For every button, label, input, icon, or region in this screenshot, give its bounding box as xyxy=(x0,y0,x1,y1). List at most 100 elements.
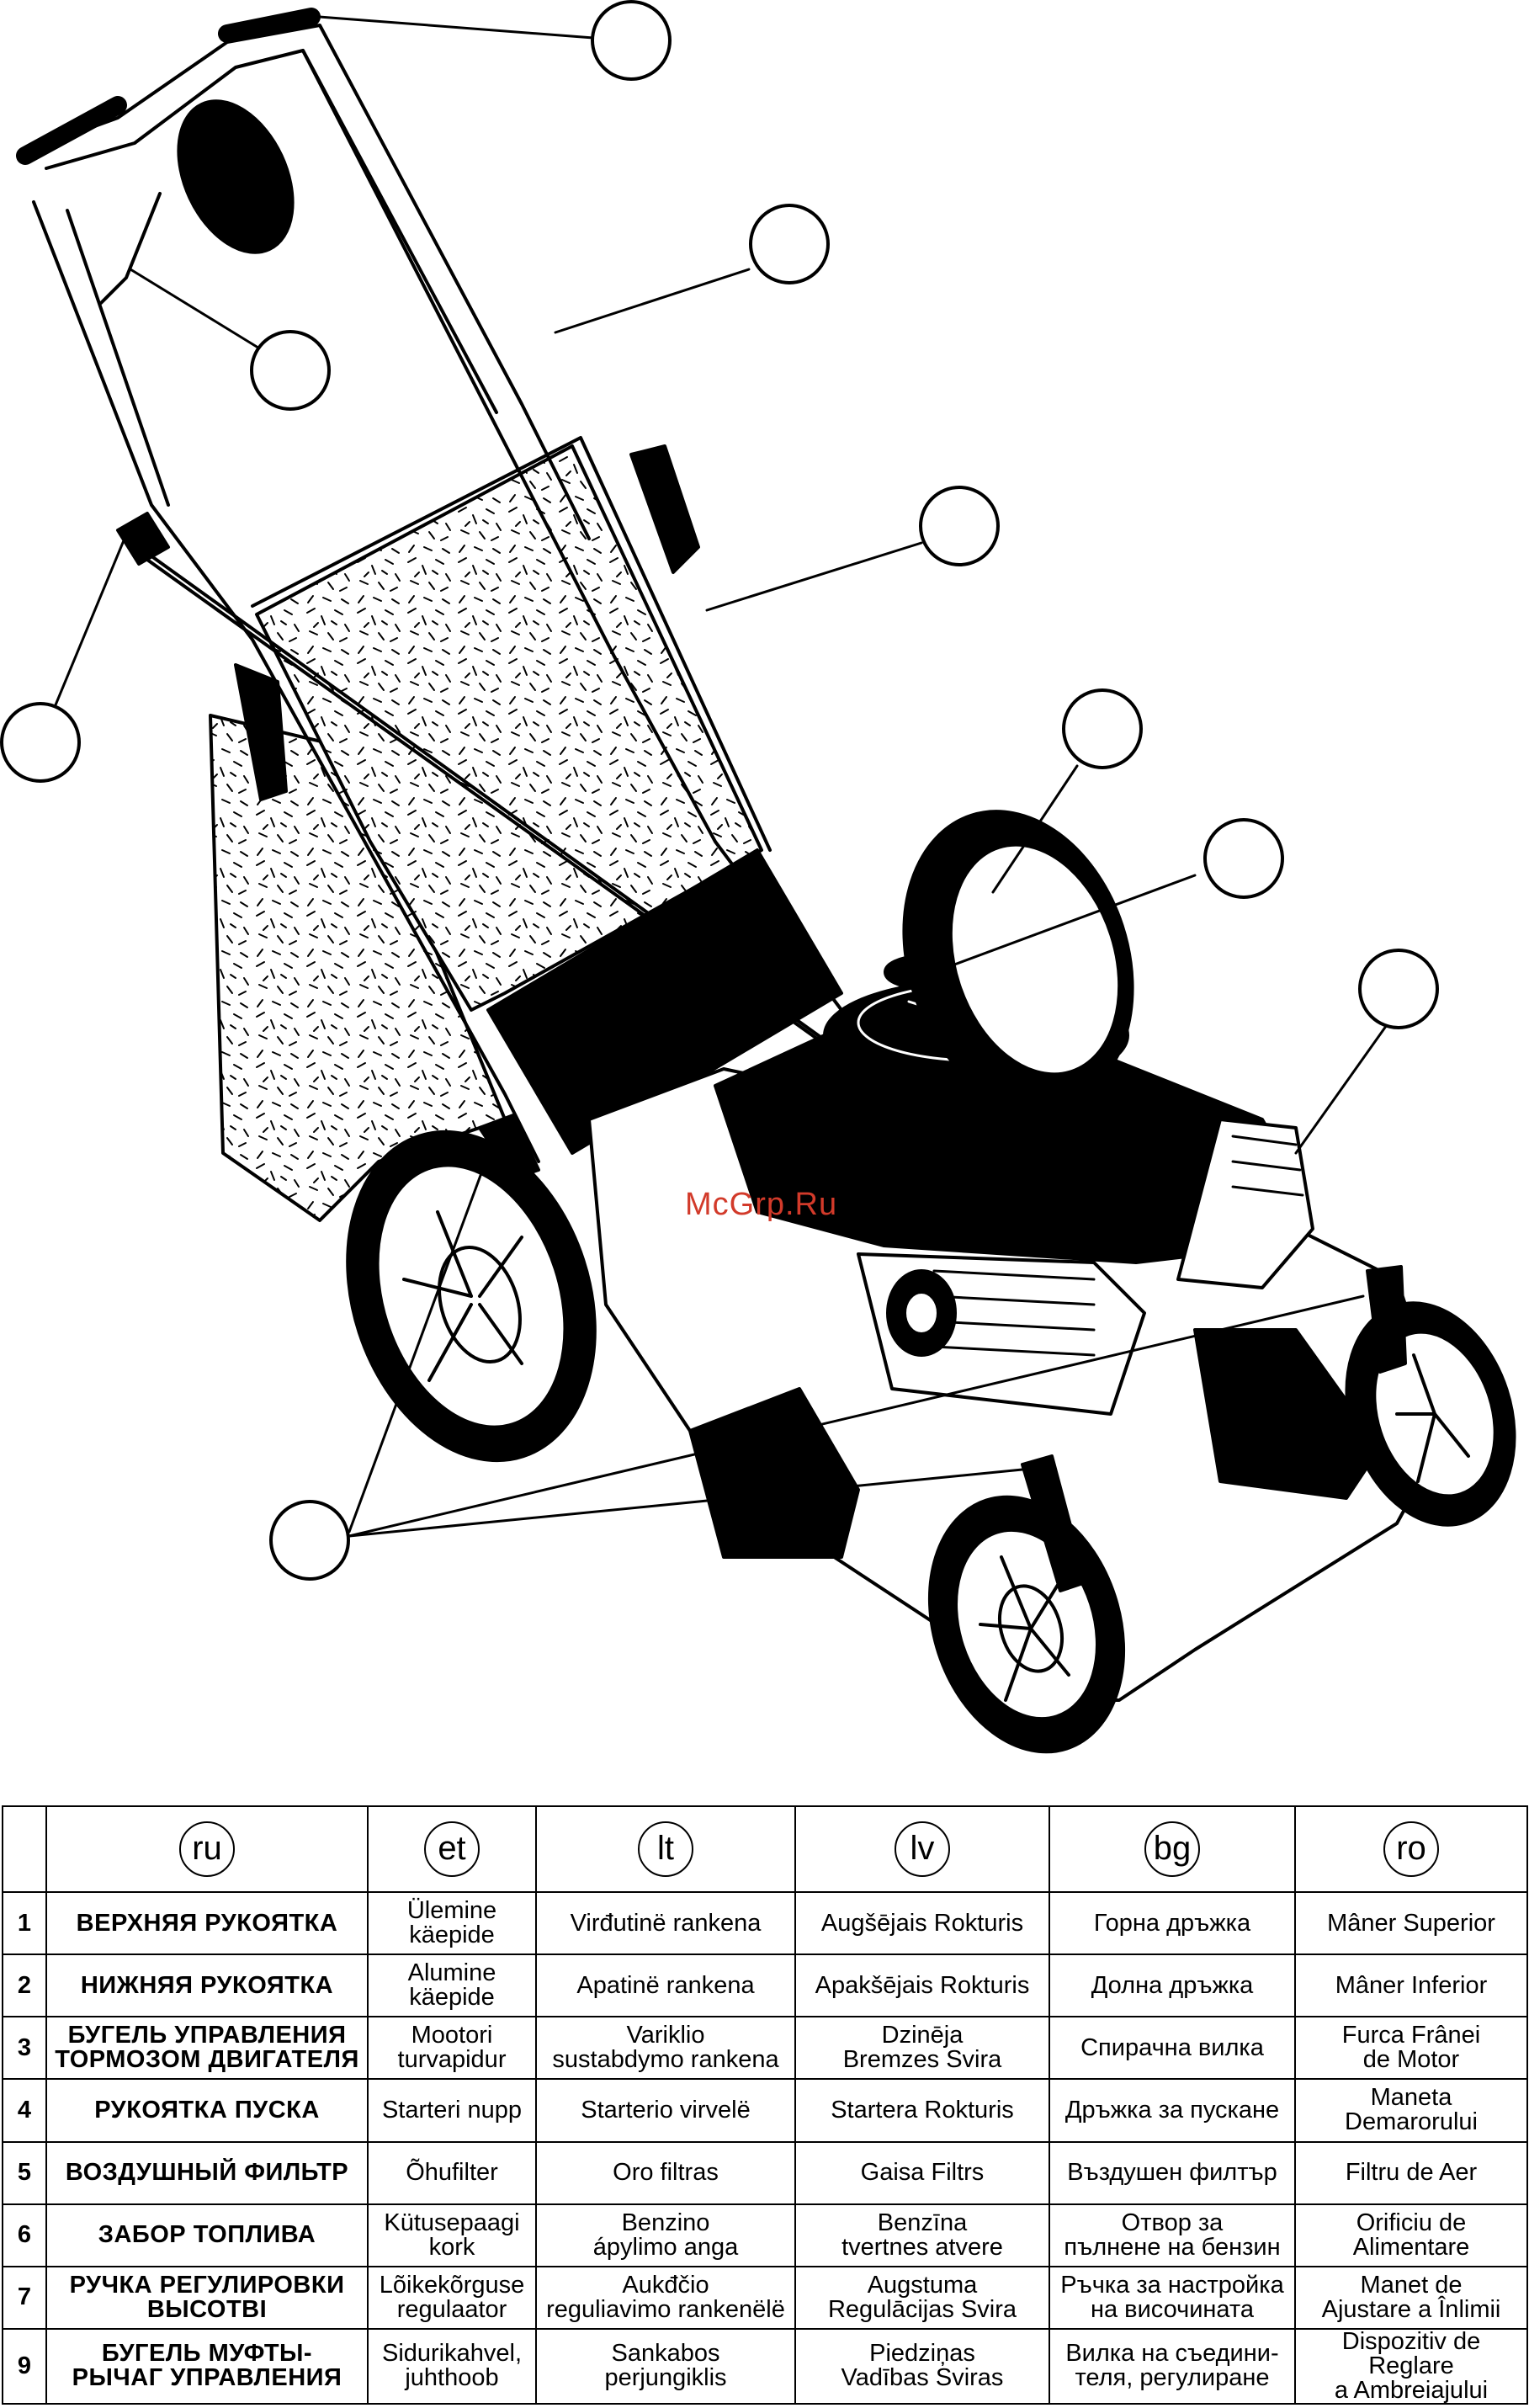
height-lever-front xyxy=(1021,1454,1087,1592)
cell-ro: Mâner Inferior xyxy=(1294,1954,1528,2018)
cell-lt: Benzino ápylimo anga xyxy=(535,2203,796,2267)
callout-circle xyxy=(1062,688,1143,769)
header-lang-et: et xyxy=(367,1805,537,1894)
callout-circle xyxy=(269,1500,350,1581)
cell-lv: Gaisa Filtrs xyxy=(794,2140,1050,2205)
lang-label: bg xyxy=(1144,1821,1200,1878)
engine-cooling-fins xyxy=(932,1269,1096,1357)
header-lang-bg: bg xyxy=(1049,1805,1296,1894)
header-lang-ro: ro xyxy=(1294,1805,1528,1894)
upper-handle-grip-right xyxy=(218,8,321,43)
cell-lt: Apatinë rankena xyxy=(535,1954,796,2018)
handle-knob-left xyxy=(116,512,170,566)
height-lever-rear xyxy=(1366,1265,1407,1374)
table-row: 1 ВЕРХНЯЯ РУКОЯТКА Ülemine käepide Virđu… xyxy=(2,1891,1528,1956)
cell-lv: Augšējais Rokturis xyxy=(794,1891,1050,1956)
deck-skirt-left xyxy=(688,1387,860,1559)
cell-ro: Dispozitiv de Reglare a Ambreiajului xyxy=(1294,2327,1528,2405)
grass-bag-top xyxy=(255,444,763,1012)
height-lever-bag xyxy=(478,1114,540,1180)
lang-label: lt xyxy=(638,1821,693,1878)
cell-bg: Вилка на съедини- теля, регулиране xyxy=(1049,2327,1296,2405)
cell-bg: Спирачна вилка xyxy=(1049,2016,1296,2081)
lawn-mower-diagram xyxy=(0,0,1516,1754)
cell-bg: Долна дръжка xyxy=(1049,1954,1296,2018)
cell-bg: Въздушен филтър xyxy=(1049,2140,1296,2205)
bag-rear-panel xyxy=(486,848,843,1155)
cell-ru: ВОЗДУШНЫЙ ФИЛЬТР xyxy=(45,2140,369,2205)
cell-lt: Oro filtras xyxy=(535,2140,796,2205)
row-number: 5 xyxy=(2,2140,47,2205)
cell-ru: ВЕРХНЯЯ РУКОЯТКА xyxy=(45,1891,369,1956)
row-number: 3 xyxy=(2,2016,47,2081)
deck-skirt-right xyxy=(1193,1328,1382,1500)
cell-ro: Furca Frânei de Motor xyxy=(1294,2016,1528,2081)
lang-label: lv xyxy=(895,1821,950,1878)
row-number: 4 xyxy=(2,2078,47,2143)
cell-et: Kütusepaagi kork xyxy=(367,2203,537,2267)
cell-ro: Maneta Demarorului xyxy=(1294,2078,1528,2143)
cell-lv: Benzīna tvertnes atvere xyxy=(794,2203,1050,2267)
row-number: 9 xyxy=(2,2327,47,2405)
callout-circle xyxy=(0,702,81,783)
cell-ro: Manet de Ajustare a Înlimii xyxy=(1294,2265,1528,2330)
callout-circle xyxy=(749,204,830,284)
cell-ru: БУГЕЛЬ УПРАВЛЕНИЯ ТОРМОЗОМ ДВИГАТЕЛЯ xyxy=(45,2016,369,2081)
callout-circle xyxy=(591,0,672,81)
row-number: 1 xyxy=(2,1891,47,1956)
brake-bail xyxy=(99,192,162,305)
callout-circle xyxy=(1203,818,1284,899)
cell-et: Starteri nupp xyxy=(367,2078,537,2143)
table-row: 3 БУГЕЛЬ УПРАВЛЕНИЯ ТОРМОЗОМ ДВИГАТЕЛЯ M… xyxy=(2,2016,1528,2081)
cell-bg: Отвор за пълнене на бензин xyxy=(1049,2203,1296,2267)
cell-et: Lõikekõrguse regulaator xyxy=(367,2265,537,2330)
upper-handle-grip-left xyxy=(16,96,127,165)
cell-et: Ülemine käepide xyxy=(367,1891,537,1956)
row-number: 6 xyxy=(2,2203,47,2267)
cell-lv: Augstuma Regulācijas Svira xyxy=(794,2265,1050,2330)
air-filter-housing xyxy=(1176,1118,1314,1289)
cell-lv: Startera Rokturis xyxy=(794,2078,1050,2143)
cell-ro: Mâner Superior xyxy=(1294,1891,1528,1956)
watermark: McGrp.Ru xyxy=(685,1187,838,1222)
table-row: 7 РУЧКА РЕГУЛИРОВКИ ВЫСОТВI Lõikekõrguse… xyxy=(2,2265,1528,2330)
lang-label: et xyxy=(424,1821,480,1878)
table-row: 5 ВОЗДУШНЫЙ ФИЛЬТР Õhufilter Oro filtras… xyxy=(2,2140,1528,2205)
lower-handle-left xyxy=(32,200,540,1163)
callout-circle xyxy=(1358,949,1439,1029)
cell-et: Mootori turvapidur xyxy=(367,2016,537,2081)
cell-bg: Дръжка за пускане xyxy=(1049,2078,1296,2143)
table-row: 2 НИЖНЯЯ РУКОЯТКА Alumine käepide Apatin… xyxy=(2,1954,1528,2018)
row-number: 2 xyxy=(2,1954,47,2018)
cell-bg: Горна дръжка xyxy=(1049,1891,1296,1956)
lang-label: ro xyxy=(1383,1821,1439,1878)
cell-lt: Sankabos perjungiklis xyxy=(535,2327,796,2405)
cell-lv: Dzinēja Bremzes Svira xyxy=(794,2016,1050,2081)
cell-ro: Filtru de Aer xyxy=(1294,2140,1528,2205)
cell-et: Alumine käepide xyxy=(367,1954,537,2018)
cell-ro: Orificiu de Alimentare xyxy=(1294,2203,1528,2267)
row-number: 7 xyxy=(2,2265,47,2330)
handle-knob-right xyxy=(629,444,700,574)
rear-right-wheel xyxy=(902,810,1134,1109)
header-number-cell xyxy=(2,1805,47,1894)
table-header-row: ru et lt lv bg ro xyxy=(2,1805,1528,1894)
cell-lt: Starterio virvelë xyxy=(535,2078,796,2143)
starter-rope xyxy=(137,545,843,1054)
cell-lt: Variklio sustabdymo rankena xyxy=(535,2016,796,2081)
cell-ru: РУКОЯТКА ПУСКА xyxy=(45,2078,369,2143)
grass-bag-frame xyxy=(251,436,772,852)
lang-label: ru xyxy=(179,1821,235,1878)
callout-circle xyxy=(250,330,331,411)
cell-ru: БУГЕЛЬ МУФТЫ- РЫЧАГ УПРАВЛЕНИЯ xyxy=(45,2327,369,2405)
cell-et: Sidurikahvel, juhthoob xyxy=(367,2327,537,2405)
cell-lv: Apakšējais Rokturis xyxy=(794,1954,1050,2018)
rear-left-wheel xyxy=(346,1130,597,1463)
control-box xyxy=(177,99,295,254)
cell-et: Õhufilter xyxy=(367,2140,537,2205)
cell-lt: Virđutinë rankena xyxy=(535,1891,796,1956)
cell-ru: РУЧКА РЕГУЛИРОВКИ ВЫСОТВI xyxy=(45,2265,369,2330)
header-lang-lv: lv xyxy=(794,1805,1050,1894)
cell-ru: ЗАБОР ТОПЛИВА xyxy=(45,2203,369,2267)
cell-bg: Ръчка за настройка на височината xyxy=(1049,2265,1296,2330)
